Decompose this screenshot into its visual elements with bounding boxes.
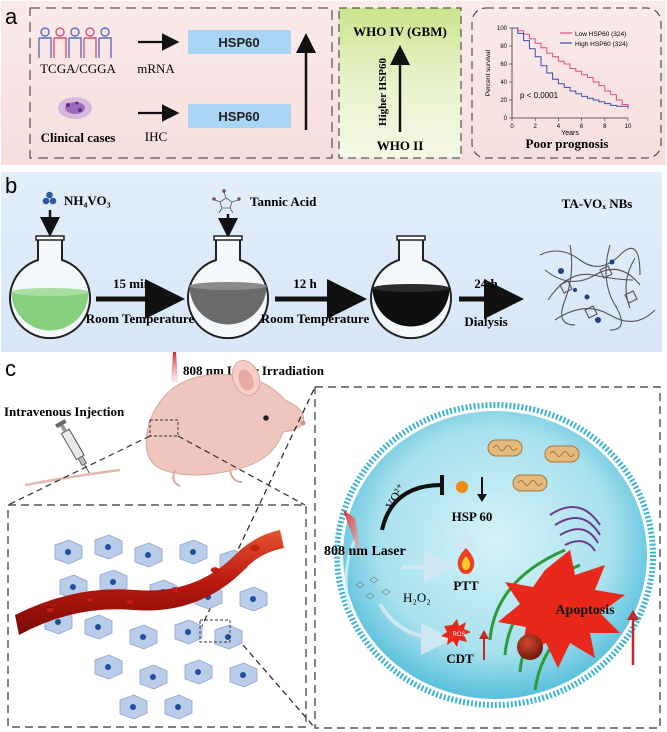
step-3-time: 24 h	[474, 276, 498, 291]
km-x-tick-label: 10	[625, 124, 632, 130]
km-xlabel: Years	[561, 130, 579, 137]
hsp60-cell-label: HSP 60	[452, 509, 493, 524]
panel-b-label: b	[5, 173, 17, 198]
panel-a-background	[1, 1, 666, 165]
km-y-ticks: 0 20 40 60 80 100	[497, 26, 512, 122]
cell-zoom-box	[199, 619, 231, 643]
syringe-icon	[55, 419, 91, 475]
km-y-tick-label: 40	[500, 80, 507, 86]
ros-label: ROS	[452, 632, 465, 638]
step-1-time: 15 min	[113, 276, 152, 291]
source-tcga-label: TCGA/CGGA	[40, 61, 116, 76]
cell-box	[314, 386, 661, 729]
inhibition-curve	[380, 483, 443, 531]
ta-vox-network-icon	[539, 244, 656, 331]
km-y-tick-label: 80	[500, 44, 507, 50]
ros-burst-icon	[441, 619, 471, 647]
hsp60-box-2	[188, 104, 291, 128]
tumor-tissue-box	[7, 504, 307, 728]
step-2-condition: Room Temperature	[261, 311, 370, 326]
km-legend-high: High HSP60 (324)	[575, 41, 628, 48]
hsp60-box-1	[188, 30, 291, 54]
who-iv-label: WHO IV (GBM)	[353, 24, 447, 39]
step-1-condition: Room Temperature	[86, 311, 195, 326]
poor-prognosis-label: Poor prognosis	[526, 136, 609, 151]
km-x-tick-label: 2	[534, 124, 538, 130]
reagent-tannic-acid: Tannic Acid	[250, 194, 317, 209]
people-icon	[38, 27, 112, 58]
step-2-time: 12 h	[293, 276, 317, 291]
panel-c: c 808 nm Laser Irradiation Intravenous I…	[4, 352, 661, 729]
h2o2-label: H₂O₂	[403, 590, 431, 605]
golgi-icon	[549, 506, 601, 552]
km-low-curve	[512, 27, 629, 109]
vanadium-node-icons	[558, 259, 615, 323]
mitochondria-icons	[487, 439, 580, 492]
step-3-condition: Dialysis	[464, 314, 507, 329]
nucleus-icon	[517, 634, 543, 660]
hsp-down-arrowhead	[477, 494, 487, 502]
cdt-label: CDT	[446, 651, 474, 666]
km-x-tick-label: 0	[510, 124, 514, 130]
who-ii-label: WHO II	[377, 138, 424, 153]
km-high-curve	[512, 27, 629, 108]
flask-black	[370, 235, 452, 340]
panel-a-label: a	[5, 4, 18, 29]
zoom-line-right	[177, 435, 306, 506]
reagent-nh4vo3: NH₄VO₃	[64, 193, 111, 208]
km-x-tick-label: 4	[557, 124, 561, 130]
hsp60-label-2: HSP60	[218, 109, 259, 124]
ta-vox-particles-icon	[355, 576, 391, 600]
zoom-line-left	[7, 435, 151, 506]
mouse-icon	[24, 360, 306, 487]
method-ihc-label: IHC	[145, 129, 167, 144]
laser-beam-icon	[171, 352, 178, 382]
km-legend-low: Low HSP60 (324)	[575, 31, 626, 38]
apoptosis-label: Apoptosis	[555, 603, 615, 618]
km-plot: 0 20 40 60 80 100 0 2 4 6 8 10 Low HSP60 (324) Hig…	[485, 26, 632, 137]
method-mrna-label: mRNA	[137, 61, 175, 76]
flask-green	[9, 235, 91, 340]
flame-icon	[457, 548, 475, 574]
nh4vo3-dots-icon	[42, 191, 57, 205]
cell-laser-icon	[343, 510, 363, 565]
h2o2-to-ros-arrow	[378, 602, 453, 655]
hsp60-label-1: HSP60	[218, 35, 259, 50]
source-clinical-label: Clinical cases	[41, 130, 116, 145]
higher-hsp60-label: Higher HSP60	[377, 58, 389, 126]
km-y-tick-label: 20	[500, 98, 507, 104]
flask-grey	[187, 235, 269, 340]
km-x-ticks: 0 2 4 6 8 10	[510, 118, 632, 130]
panel-b: b NH₄VO₃ Tannic Acid	[1, 172, 662, 352]
panel-b-background	[1, 172, 662, 352]
prognosis-box	[471, 7, 662, 159]
ptt-label: PTT	[453, 578, 479, 593]
product-label: TA-VOₓ NBs	[562, 196, 633, 211]
panel-a: a TCGA/CGGA Clinical cases mRNA IHC HSP6…	[1, 1, 666, 165]
blood-vessel-icon	[15, 530, 284, 635]
expression-box	[29, 7, 333, 159]
injection-label: Intravenous Injection	[4, 404, 125, 419]
km-y-tick-label: 0	[504, 116, 508, 122]
km-x-tick-label: 8	[603, 124, 607, 130]
panel-c-label: c	[5, 356, 16, 381]
cell-laser-label: 808 nm Laser	[324, 544, 406, 559]
km-y-tick-label: 60	[500, 62, 507, 68]
tannic-acid-molecule-icon	[212, 189, 241, 214]
tissue-icon	[58, 97, 92, 119]
who-grade-box	[338, 7, 462, 159]
km-ylabel: Percent survival	[485, 49, 492, 96]
km-x-tick-label: 6	[580, 124, 584, 130]
cdt-up-arrowhead	[479, 630, 489, 639]
hsp60-protein-icon	[456, 481, 468, 493]
km-pvalue: p < 0.0001	[520, 91, 559, 100]
apoptosis-up-arrowhead	[627, 610, 639, 620]
km-y-tick-label: 100	[497, 26, 508, 32]
zoom-line-cell-bottom	[229, 629, 316, 729]
